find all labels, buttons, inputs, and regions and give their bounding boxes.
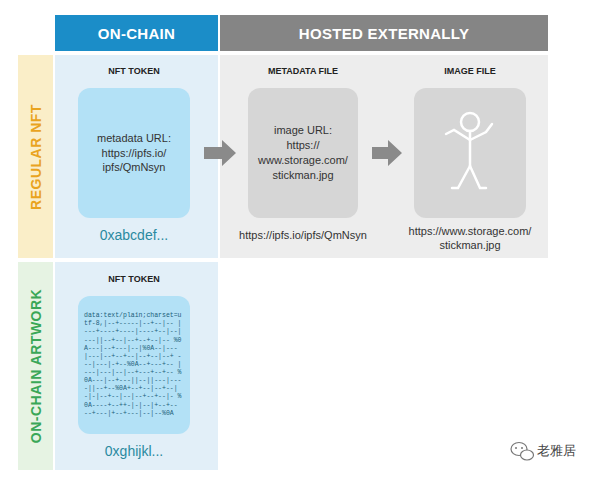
box-heading: NFT TOKEN (108, 66, 159, 76)
box-caption: https://www.storage.com/ stickman.jpg (400, 224, 540, 253)
on-chain-cell (55, 55, 218, 258)
image-box: IMAGE FILEhttps://www.storage.com/ stick… (414, 88, 526, 218)
token-box: NFT TOKENmetadata URL: https://ipfs.io/ … (78, 88, 190, 218)
box-text: REGULAR NFT (28, 104, 44, 210)
hosted-cell (220, 55, 548, 258)
block-arrow (372, 140, 402, 166)
stickman-figure (414, 88, 526, 218)
box-text: ON-CHAIN (98, 25, 175, 42)
box-text: metadata URL: https://ipfs.io/ ipfs/QmNs… (88, 131, 180, 176)
block-arrow (204, 140, 236, 166)
watermark: 老雅居 (537, 442, 576, 460)
box-text: image URL: https:// www.storage.com/ sti… (257, 123, 349, 182)
box-heading: NFT TOKEN (108, 274, 159, 284)
box-heading: METADATA FILE (268, 66, 338, 76)
box-caption: https://ipfs.io/ipfs/QmNsyn (239, 228, 367, 242)
box-caption: 0xabcdef... (100, 226, 169, 244)
column-header: HOSTED EXTERNALLY (220, 15, 548, 51)
box-text: data:text/plain;charset=utf-8,|--+-----|… (84, 312, 184, 418)
box-heading: IMAGE FILE (444, 66, 496, 76)
on-chain-cell (55, 262, 218, 470)
wechat-icon (511, 443, 534, 461)
token-box: NFT TOKENdata:text/plain;charset=utf-8,|… (78, 296, 190, 434)
box-caption: 0xghijkl... (105, 442, 163, 460)
row-band: ON-CHAIN ARTWORK (18, 262, 53, 470)
row-band: REGULAR NFT (18, 55, 53, 258)
box-text: ON-CHAIN ARTWORK (28, 289, 44, 443)
column-header: ON-CHAIN (55, 15, 218, 51)
box-text: HOSTED EXTERNALLY (299, 25, 469, 42)
file-box: METADATA FILEimage URL: https:// www.sto… (248, 88, 358, 218)
